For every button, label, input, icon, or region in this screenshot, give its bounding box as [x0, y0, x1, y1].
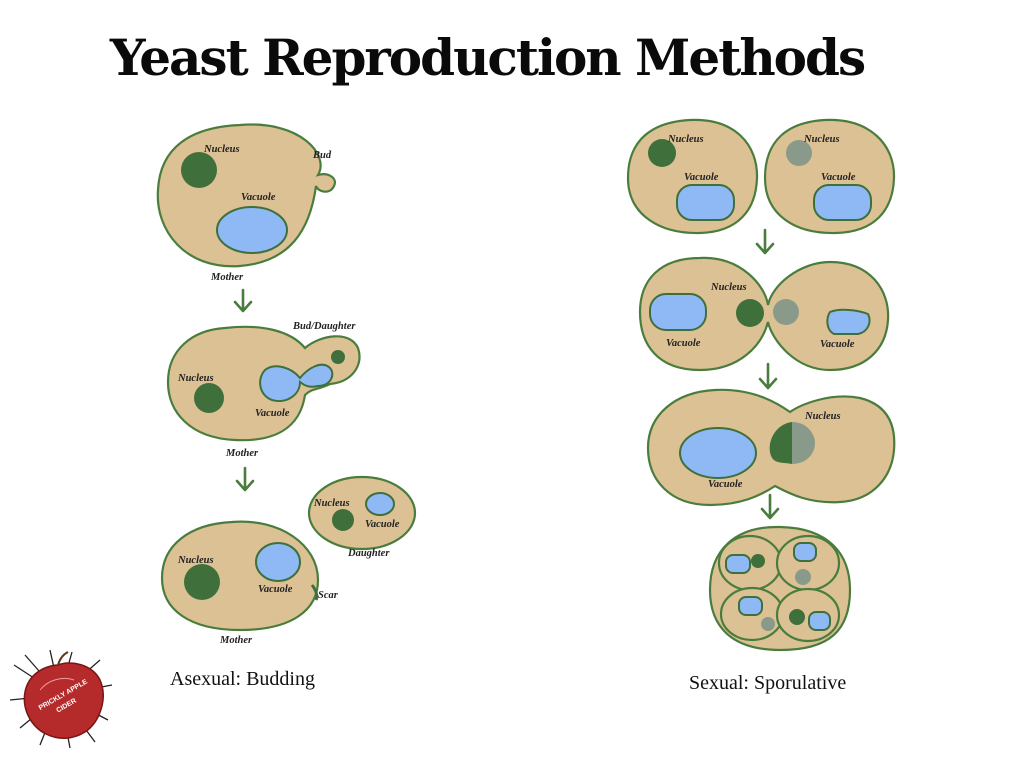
- nucleus: [769, 422, 792, 464]
- vacuole: [676, 184, 735, 221]
- sexual-stage-3: Nucleus Vacuole: [646, 388, 896, 507]
- down-arrow-icon: [233, 288, 253, 313]
- vacuole-label: Vacuole: [258, 584, 293, 595]
- vacuole: [255, 542, 301, 582]
- daughter-nucleus: [332, 509, 354, 531]
- nucleus-label: Nucleus: [804, 411, 841, 422]
- mother-label: Mother: [210, 272, 244, 283]
- sexual-stage-4: [708, 525, 852, 652]
- spore-vacuole: [738, 596, 763, 616]
- page-title: Yeast Reproduction Methods: [109, 28, 866, 87]
- apple-logo-icon: PRICKLY APPLE CIDER: [9, 649, 113, 749]
- scar-label: Scar: [318, 590, 339, 601]
- vacuole-label: Vacuole: [708, 479, 743, 490]
- nucleus: [181, 152, 217, 188]
- asexual-stage-2: Nucleus Vacuole Bud/Daughter Mother: [166, 321, 361, 459]
- sexual-stage-1: Nucleus Vacuole Nucleus Vacuole: [626, 118, 896, 235]
- spore-nucleus: [789, 609, 805, 625]
- vacuole: [813, 184, 872, 221]
- nucleus-label: Nucleus: [803, 134, 840, 145]
- nucleus: [184, 564, 220, 600]
- down-arrow-icon: [758, 362, 778, 390]
- vacuole: [216, 206, 288, 254]
- vacuole-label: Vacuole: [666, 338, 701, 349]
- spore-nucleus: [795, 569, 811, 585]
- vacuole: [679, 427, 757, 479]
- mother-label: Mother: [225, 448, 259, 459]
- nucleus: [736, 299, 764, 327]
- nucleus-label: Nucleus: [203, 144, 240, 155]
- bud-label: Bud: [312, 150, 332, 161]
- nucleus-label: Nucleus: [177, 555, 214, 566]
- spore-vacuole: [725, 554, 751, 574]
- asexual-caption: Asexual: Budding: [170, 668, 315, 690]
- sexual-caption: Sexual: Sporulative: [689, 672, 847, 694]
- partner-nucleus: [792, 422, 815, 464]
- vacuole-label: Vacuole: [241, 192, 276, 203]
- bud-nucleus: [331, 350, 345, 364]
- spore-vacuole: [793, 542, 817, 562]
- vacuole: [826, 308, 871, 335]
- nucleus-label: Nucleus: [177, 373, 214, 384]
- bud-daughter-label: Bud/Daughter: [292, 321, 356, 332]
- down-arrow-icon: [755, 228, 775, 255]
- partner-nucleus: [786, 140, 812, 166]
- nucleus: [648, 139, 676, 167]
- daughter-vacuole: [365, 492, 395, 516]
- sexual-stage-2: Nucleus Vacuole Vacuole: [638, 256, 890, 372]
- spore-nucleus: [761, 617, 775, 631]
- nucleus: [194, 383, 224, 413]
- daughter-cell: [307, 475, 417, 551]
- down-arrow-icon: [235, 466, 255, 492]
- vacuole: [259, 363, 334, 402]
- vacuole-label: Vacuole: [821, 172, 856, 183]
- vacuole-label: Vacuole: [255, 408, 290, 419]
- mother-label: Mother: [219, 635, 253, 646]
- daughter-nucleus-label: Nucleus: [313, 498, 350, 509]
- bud-scar: [310, 584, 319, 601]
- spore-nucleus: [751, 554, 765, 568]
- daughter-label: Daughter: [347, 548, 390, 559]
- nucleus-label: Nucleus: [710, 282, 747, 293]
- asexual-stage-3: Nucleus Vacuole Scar Mother Nucleus Vacu…: [160, 475, 417, 646]
- vacuole-label: Vacuole: [820, 339, 855, 350]
- fusing-cells: [638, 256, 890, 372]
- nucleus-label: Nucleus: [667, 134, 704, 145]
- down-arrow-icon: [760, 493, 780, 520]
- asexual-stage-1: Nucleus Vacuole Bud Mother: [156, 123, 336, 283]
- daughter-vacuole-label: Vacuole: [365, 519, 400, 530]
- partner-nucleus: [773, 299, 799, 325]
- spore-vacuole: [808, 611, 831, 631]
- vacuole-label: Vacuole: [684, 172, 719, 183]
- vacuole: [649, 293, 707, 331]
